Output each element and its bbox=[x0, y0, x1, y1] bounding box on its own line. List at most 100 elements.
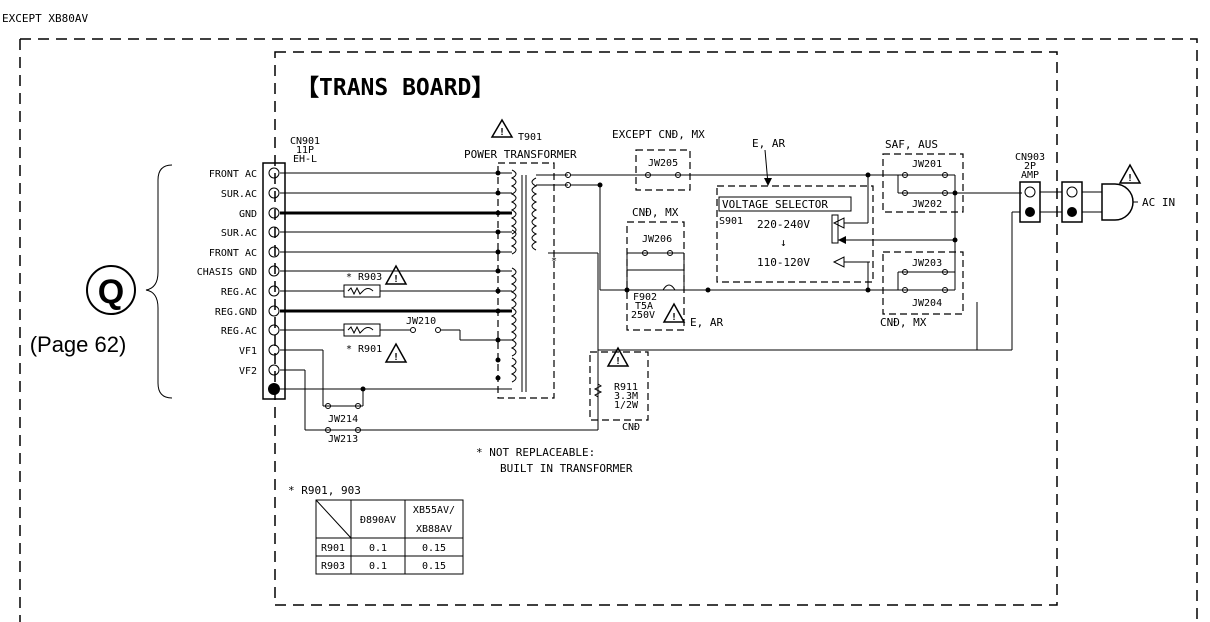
r911-label: R911 bbox=[614, 382, 638, 393]
svg-text:!: ! bbox=[393, 274, 399, 285]
saf-aus-label: SAF, AUS bbox=[885, 138, 938, 151]
table-row-name: R901 bbox=[321, 543, 345, 554]
board-title: 【TRANS BOARD】 bbox=[296, 75, 494, 101]
pin-label: SUR.AC bbox=[221, 228, 257, 239]
f902-label: F902 bbox=[633, 292, 657, 303]
jw214-label: JW214 bbox=[328, 414, 358, 425]
fuse-f902 bbox=[662, 284, 676, 291]
r911-power: 1/2W bbox=[614, 400, 639, 411]
cn901-label: CN901 bbox=[290, 136, 320, 147]
pin-label: CHASIS GND bbox=[197, 267, 257, 278]
junction-dots bbox=[360, 170, 501, 392]
pin-label: FRONT AC bbox=[209, 248, 257, 259]
voltage-110-120: 110-120V bbox=[757, 256, 810, 269]
table-row-name: R903 bbox=[321, 561, 345, 572]
pin-label: FRONT AC bbox=[209, 169, 257, 180]
jw203-label: JW203 bbox=[912, 258, 942, 269]
voltage-220-240: 220-240V bbox=[757, 218, 810, 231]
svg-text:!: ! bbox=[671, 312, 677, 323]
table-title: * R901, 903 bbox=[288, 484, 361, 497]
e-ar-label-bottom: E, AR bbox=[690, 316, 723, 329]
cn901-connector bbox=[262, 162, 286, 400]
resistor-table: Đ890AV XB55AV/ XB88AV R901 0.1 0.15 R903… bbox=[315, 499, 464, 575]
table-col2a: XB55AV/ bbox=[413, 505, 455, 516]
wires-left bbox=[280, 172, 512, 430]
pin-label: REG.AC bbox=[221, 287, 257, 298]
jw202-label: JW202 bbox=[912, 199, 942, 210]
except-cnd-mx-label: EXCEPT CNĐ, MX bbox=[612, 128, 705, 141]
s901-label: S901 bbox=[719, 216, 743, 227]
r911-box bbox=[589, 351, 649, 421]
table-row-v1: 0.1 bbox=[369, 561, 387, 572]
t901-ref: T901 bbox=[518, 132, 542, 143]
page-ref: (Page 62) bbox=[30, 332, 127, 357]
primary-wiring bbox=[536, 172, 871, 430]
cnd-mx-label-1: CNĐ, MX bbox=[632, 206, 679, 219]
voltage-arrow: ↓ bbox=[780, 236, 787, 249]
r911-value: 3.3M bbox=[614, 391, 638, 402]
pin-label: VF2 bbox=[239, 366, 257, 377]
r901-label: * R901 bbox=[346, 344, 382, 355]
cn903-connector bbox=[1019, 181, 1041, 223]
table-row-v1: 0.1 bbox=[369, 543, 387, 554]
table-col2b: XB88AV bbox=[416, 524, 452, 535]
connector-q-circle bbox=[86, 265, 136, 315]
note-line-2: BUILT IN TRANSFORMER bbox=[500, 462, 633, 475]
jw210-label: JW210 bbox=[406, 316, 436, 327]
secondary-coil bbox=[510, 169, 517, 235]
cn903-label: CN903 bbox=[1015, 152, 1045, 163]
primary-coil bbox=[531, 177, 538, 251]
pin-label: VF1 bbox=[239, 346, 257, 357]
cn901-pins-label: 11P bbox=[296, 145, 314, 156]
f902-rating: T5A bbox=[635, 301, 653, 312]
ac-plug-block bbox=[1061, 181, 1083, 223]
outer-dashed-border bbox=[19, 38, 1198, 622]
e-ar-label-top: E, AR bbox=[752, 137, 785, 150]
voltage-selector-box bbox=[716, 185, 874, 283]
note-line-1: * NOT REPLACEABLE: bbox=[476, 446, 595, 459]
transformer-outline bbox=[497, 162, 555, 399]
pin-label: GND bbox=[239, 209, 257, 220]
warning-icon bbox=[1118, 163, 1142, 184]
cn901-pins bbox=[268, 167, 280, 395]
pin-label: SUR.AC bbox=[221, 189, 257, 200]
header-title: EXCEPT XB80AV bbox=[2, 12, 88, 25]
table-row-v2: 0.15 bbox=[422, 561, 446, 572]
table-row-v2: 0.15 bbox=[422, 543, 446, 554]
ac-in-label: AC IN bbox=[1142, 196, 1175, 209]
f902-voltage: 250V bbox=[631, 310, 655, 321]
jw205-label: JW205 bbox=[648, 158, 678, 169]
jw203-jw204-box bbox=[882, 251, 964, 315]
warning-icon bbox=[490, 118, 514, 138]
star-mark: * bbox=[551, 256, 557, 267]
warning-icon bbox=[662, 302, 686, 323]
cn903-type: AMP bbox=[1021, 170, 1039, 181]
cn903-pins: 2P bbox=[1024, 161, 1036, 172]
cnd-mx-label-2: CNĐ, MX bbox=[880, 316, 927, 329]
svg-text:!: ! bbox=[615, 356, 621, 367]
cnd-label: CNĐ bbox=[622, 422, 640, 433]
jw213-label: JW213 bbox=[328, 434, 358, 445]
table-col1: Đ890AV bbox=[360, 515, 396, 526]
jw204-label: JW204 bbox=[912, 298, 942, 309]
jw201-jw202-box bbox=[882, 153, 964, 213]
warning-icon bbox=[384, 264, 408, 285]
svg-text:!: ! bbox=[1127, 173, 1133, 184]
ac-plug-icon bbox=[1101, 183, 1134, 221]
warning-icon bbox=[384, 342, 408, 363]
pin-label: REG.AC bbox=[221, 326, 257, 337]
t901-name: POWER TRANSFORMER bbox=[464, 148, 577, 161]
brace bbox=[145, 164, 173, 399]
r903-resistor bbox=[343, 284, 381, 298]
r903-label: * R903 bbox=[346, 272, 382, 283]
pin-labels: FRONT AC SUR.AC GND SUR.AC FRONT AC CHAS… bbox=[197, 169, 257, 377]
connector-q-letter: Q bbox=[98, 273, 124, 311]
jw206-label: JW206 bbox=[642, 234, 672, 245]
secondary-coil bbox=[510, 357, 517, 383]
cn901-type-label: EH-L bbox=[293, 154, 317, 165]
svg-text:!: ! bbox=[393, 352, 399, 363]
pin-label: REG.GND bbox=[215, 307, 257, 318]
secondary-coil bbox=[510, 229, 517, 255]
jw201-label: JW201 bbox=[912, 159, 942, 170]
